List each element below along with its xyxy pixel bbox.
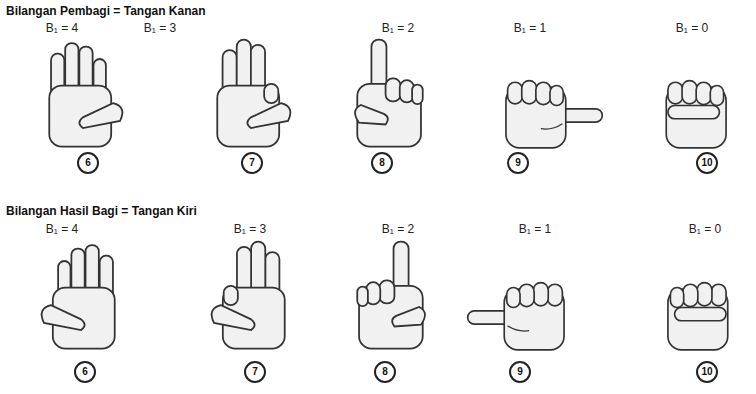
finger-value-label: B₁ = 3 (144, 21, 176, 35)
finger-value-label: B₁ = 1 (519, 222, 551, 236)
callout-text: 8 (382, 367, 388, 377)
callout-text: 10 (701, 367, 712, 377)
callout-number: 7 (241, 152, 263, 174)
callout-number: 10 (696, 152, 718, 174)
callout-text: 9 (517, 367, 523, 377)
finger-value-label: B₁ = 3 (234, 222, 266, 236)
callout-number: 9 (509, 361, 531, 383)
callout-number: 6 (74, 361, 96, 383)
callout-number: 6 (77, 152, 99, 174)
callout-text: 6 (82, 367, 88, 377)
callout-text: 9 (515, 158, 521, 168)
finger-value-label: B₁ = 0 (676, 21, 708, 35)
row-heading: Bilangan Pembagi = Tangan Kanan (6, 4, 205, 18)
callout-text: 8 (379, 158, 385, 168)
finger-value-label: B₁ = 0 (689, 222, 721, 236)
finger-value-label: B₁ = 1 (514, 21, 546, 35)
finger-value-label: B₁ = 4 (46, 222, 78, 236)
callout-number: 8 (374, 361, 396, 383)
callout-text: 10 (701, 158, 712, 168)
callout-number: 7 (244, 361, 266, 383)
row-heading: Bilangan Hasil Bagi = Tangan Kiri (6, 204, 197, 218)
callout-number: 9 (507, 152, 529, 174)
callout-number: 8 (371, 152, 393, 174)
callout-number: 10 (696, 361, 718, 383)
callout-text: 6 (85, 158, 91, 168)
finger-value-label: B₁ = 2 (382, 21, 414, 35)
callout-text: 7 (249, 158, 255, 168)
finger-value-label: B₁ = 2 (382, 222, 414, 236)
finger-value-label: B₁ = 4 (46, 21, 78, 35)
callout-text: 7 (252, 367, 258, 377)
